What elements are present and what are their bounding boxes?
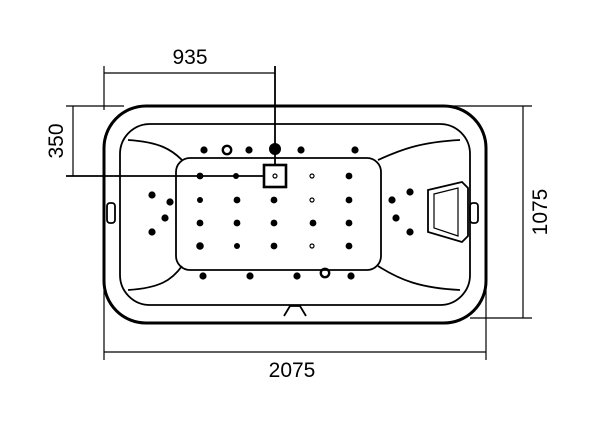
dimension-935: [103, 66, 276, 165]
jet-nozzle: [197, 197, 203, 203]
jet-nozzle: [245, 146, 253, 154]
jet-nozzle: [345, 242, 353, 250]
jet-nozzle: [233, 196, 241, 204]
air-jets: [272, 173, 315, 249]
jet-nozzle: [345, 196, 353, 204]
air-jet: [309, 173, 315, 179]
jet-nozzle: [148, 228, 156, 236]
jet-nozzle: [196, 219, 204, 227]
air-jet: [309, 243, 315, 249]
left-grab-handle: [106, 202, 116, 224]
jet-nozzle: [199, 272, 207, 280]
dimension-1075: [450, 105, 532, 319]
reference-square-marker: [262, 163, 288, 189]
jet-nozzle: [246, 272, 254, 280]
headrest-pillow: [427, 181, 469, 244]
jet-nozzle: [392, 214, 400, 222]
jet-nozzle: [345, 172, 353, 180]
jet-nozzles: [148, 146, 414, 280]
dimension-label-1075: 1075: [529, 189, 552, 236]
jet-nozzle: [351, 146, 359, 154]
basin-contour-right: [377, 139, 461, 291]
dimension-label-935: 935: [172, 46, 207, 69]
air-jet: [272, 173, 278, 179]
overflow-drain: [283, 305, 307, 317]
jet-nozzle: [270, 196, 278, 204]
jet-nozzle: [293, 272, 301, 280]
basin-contour-left: [127, 139, 183, 291]
jet-nozzle: [166, 198, 174, 206]
jet-nozzle: [196, 242, 204, 250]
dimension-label-2075: 2075: [269, 359, 316, 382]
jet-nozzle: [234, 243, 240, 249]
jet-nozzle: [200, 146, 208, 154]
jet-nozzle: [347, 272, 355, 280]
valve: [221, 144, 233, 156]
jet-nozzle: [297, 146, 305, 154]
jet-nozzle: [270, 242, 278, 250]
control-valves: [221, 144, 331, 279]
valve: [319, 267, 331, 279]
jet-nozzle: [388, 196, 396, 204]
jet-nozzle: [233, 219, 241, 227]
air-jet: [309, 197, 315, 203]
jet-nozzle: [345, 219, 353, 227]
jet-nozzle: [309, 219, 317, 227]
jet-nozzle: [406, 188, 414, 196]
jet-nozzle: [406, 228, 414, 236]
dimension-350: [66, 105, 264, 177]
dimension-label-350: 350: [45, 123, 68, 158]
jet-nozzle: [161, 214, 169, 222]
right-grab-handle: [469, 202, 479, 224]
jet-nozzle: [148, 191, 156, 199]
tub-floor-area: [175, 157, 382, 271]
jet-nozzle: [270, 219, 278, 227]
tub-outer-rim: [102, 104, 488, 325]
dimension-2075: [103, 290, 487, 360]
